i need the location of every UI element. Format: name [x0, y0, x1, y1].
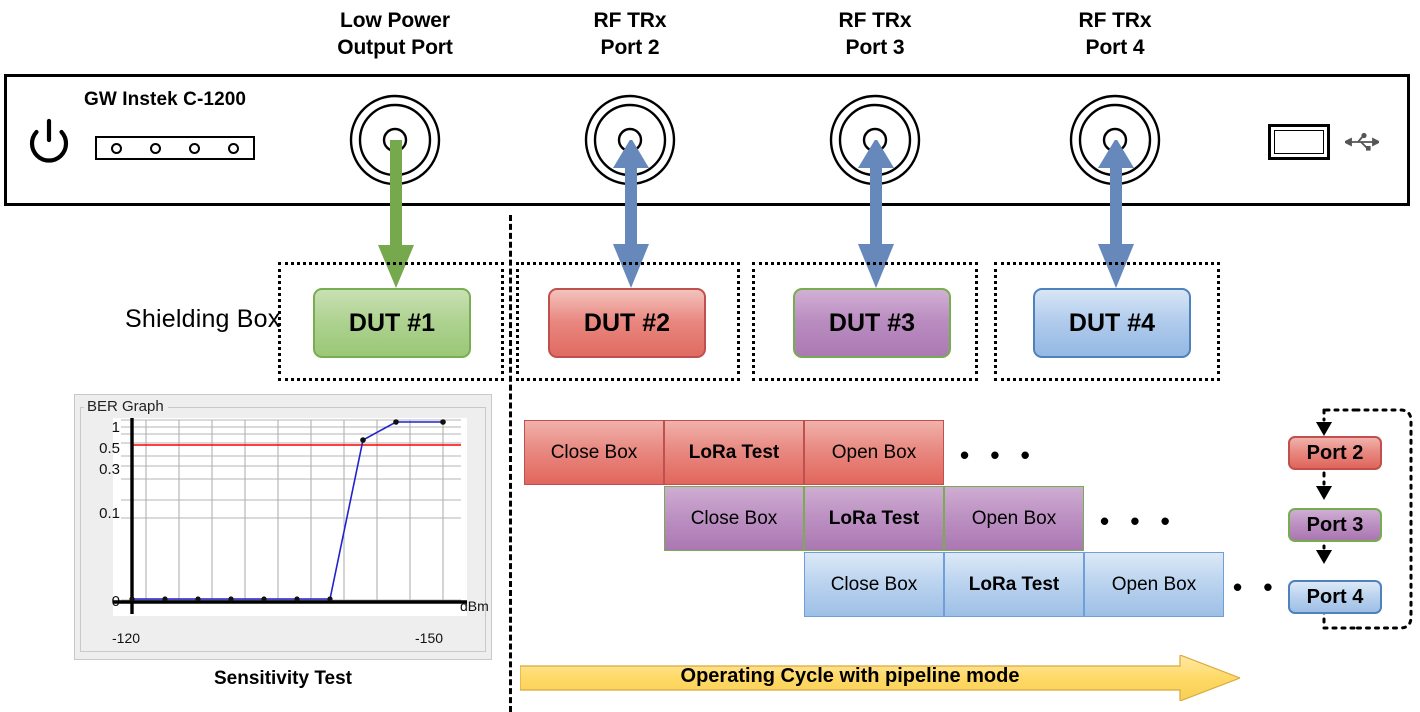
port-header-3-line2: Port 3	[845, 35, 905, 59]
ber-ytick-0.3: 0.3	[99, 461, 120, 478]
led-indicator-2	[150, 142, 161, 154]
port-header-2-line1: RF TRx	[593, 9, 667, 32]
ber-xtick-min: -120	[112, 630, 141, 646]
pipeline-r3-step-3[interactable]: Open Box	[1084, 552, 1224, 617]
pipeline-r3-step-1[interactable]: Close Box	[804, 552, 944, 617]
ber-ytick-0.1: 0.1	[99, 505, 120, 522]
shielding-box-4	[994, 262, 1220, 381]
pipeline-r2-step-3[interactable]: Open Box	[944, 486, 1084, 551]
ber-ytick-0.5: 0.5	[99, 440, 120, 457]
ber-groove-right	[168, 407, 486, 410]
port-cycle-chip-port-2[interactable]: Port 2	[1288, 436, 1382, 470]
green-signal-arrow	[378, 140, 414, 288]
shielding-box-3	[752, 262, 978, 381]
port-header-1-line1: Low Power	[340, 9, 450, 32]
pipeline-r1-ellipsis: • • •	[960, 440, 1037, 470]
shielding-box-2	[516, 262, 740, 381]
dut-block-4[interactable]: DUT #4	[1033, 288, 1191, 358]
port-header-1: Low Power Output Port	[300, 8, 490, 62]
dut-block-1[interactable]: DUT #1	[313, 288, 471, 358]
port-header-4-line2: Port 4	[1085, 35, 1145, 59]
port-header-1-line2: Output Port	[337, 35, 453, 59]
pipeline-r3-step-2[interactable]: LoRa Test	[944, 552, 1084, 617]
operating-cycle-banner	[520, 655, 1240, 701]
led-indicator-1	[111, 142, 122, 154]
shielding-box-label: Shielding Box	[125, 305, 281, 333]
led-indicator-group	[95, 136, 255, 160]
ber-xtick-max: -150	[415, 630, 444, 646]
instrument-brand-label: GW Instek C-1200	[84, 89, 247, 110]
port-header-4: RF TRx Port 4	[1030, 8, 1200, 62]
port-cycle-chip-port-4[interactable]: Port 4	[1288, 580, 1382, 614]
shielding-box-1	[278, 262, 504, 381]
section-divider	[509, 215, 512, 712]
usb-icon	[1345, 132, 1379, 151]
blue-signal-arrow-port-4	[1098, 140, 1134, 288]
pipeline-r1-step-3[interactable]: Open Box	[804, 420, 944, 485]
ber-plot-area	[113, 418, 467, 616]
dut-block-3[interactable]: DUT #3	[793, 288, 951, 358]
led-indicator-3	[189, 142, 200, 154]
blue-signal-arrow-port-2	[613, 140, 649, 288]
power-icon[interactable]	[24, 118, 74, 168]
pipeline-r1-step-1[interactable]: Close Box	[524, 420, 664, 485]
ber-groove-box	[80, 408, 486, 652]
usb-port[interactable]	[1268, 124, 1330, 160]
port-header-3-line1: RF TRx	[838, 9, 912, 32]
ber-xaxis-unit-label: dBm	[460, 598, 489, 614]
operating-cycle-banner-label: Operating Cycle with pipeline mode	[680, 665, 1020, 687]
led-indicator-4	[228, 142, 239, 154]
blue-signal-arrow-port-3	[858, 140, 894, 288]
instrument-chassis	[4, 74, 1410, 206]
pipeline-r2-ellipsis: • • •	[1100, 506, 1177, 536]
pipeline-r1-step-2[interactable]: LoRa Test	[664, 420, 804, 485]
port-header-3: RF TRx Port 3	[790, 8, 960, 62]
dut-block-2[interactable]: DUT #2	[548, 288, 706, 358]
ber-chart-svg	[113, 418, 467, 614]
pipeline-r2-step-1[interactable]: Close Box	[664, 486, 804, 551]
port-header-2-line2: Port 2	[600, 35, 660, 59]
ber-graph-title: BER Graph	[84, 398, 167, 415]
port-cycle-chip-port-3[interactable]: Port 3	[1288, 508, 1382, 542]
pipeline-r2-step-2[interactable]: LoRa Test	[804, 486, 944, 551]
ber-ytick-1: 1	[111, 419, 120, 436]
port-header-2: RF TRx Port 2	[545, 8, 715, 62]
pipeline-r3-ellipsis: • •	[1233, 572, 1280, 602]
port-header-4-line1: RF TRx	[1078, 9, 1152, 32]
sensitivity-test-caption: Sensitivity Test	[214, 668, 352, 689]
